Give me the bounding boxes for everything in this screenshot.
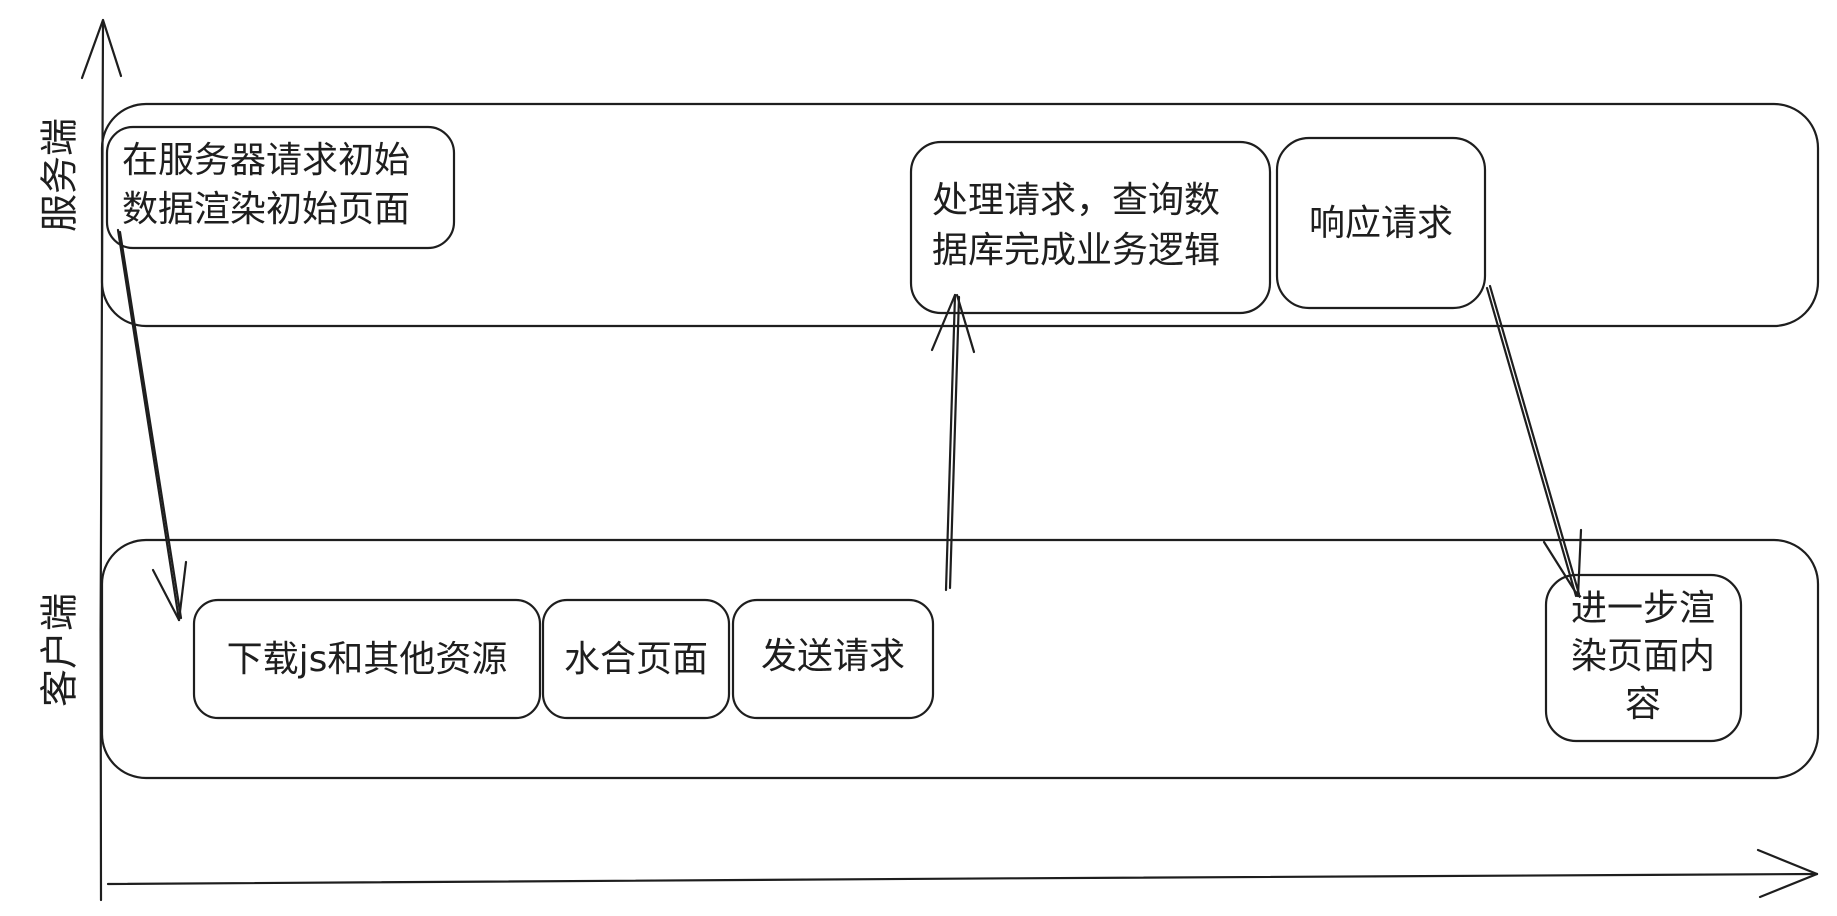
node-hydrate-label: 水合页面 — [564, 639, 708, 680]
node-send-request-label: 发送请求 — [761, 636, 905, 677]
node-handle-request-line-2: 据库完成业务逻辑 — [932, 230, 1220, 271]
client-lane — [100, 538, 1820, 780]
node-respond-label: 响应请求 — [1309, 203, 1453, 244]
lane-label-client: 客户端 — [38, 593, 82, 707]
lane-label-server: 服务端 — [38, 118, 82, 232]
node-send-request: 发送请求 — [731, 598, 935, 720]
node-server-render-line-2: 数据渲染初始页面 — [122, 189, 410, 230]
node-handle-request-line-1: 处理请求，查询数 — [932, 180, 1220, 221]
node-download-js-label: 下载js和其他资源 — [227, 639, 508, 680]
node-server-render: 在服务器请求初始 数据渲染初始页面 — [105, 125, 456, 250]
node-further-render-line-2: 染页面内 — [1571, 636, 1715, 677]
node-hydrate: 水合页面 — [541, 598, 731, 720]
arrow-server-render-to-download — [116, 228, 188, 622]
node-download-js: 下载js和其他资源 — [192, 598, 542, 720]
node-server-render-line-1: 在服务器请求初始 — [122, 140, 410, 181]
node-further-render-line-1: 进一步渲 — [1571, 588, 1715, 629]
server-lane — [100, 102, 1820, 328]
node-further-render: 进一步渲 染页面内 容 — [1544, 573, 1743, 743]
arrow-send-to-handle-request — [930, 293, 976, 592]
arrow-respond-to-further-render — [1485, 284, 1583, 598]
vertical-axis — [80, 18, 123, 902]
node-respond: 响应请求 — [1275, 136, 1487, 310]
horizontal-axis — [106, 848, 1819, 899]
node-handle-request: 处理请求，查询数 据库完成业务逻辑 — [909, 140, 1272, 315]
node-further-render-line-3: 容 — [1625, 684, 1661, 725]
